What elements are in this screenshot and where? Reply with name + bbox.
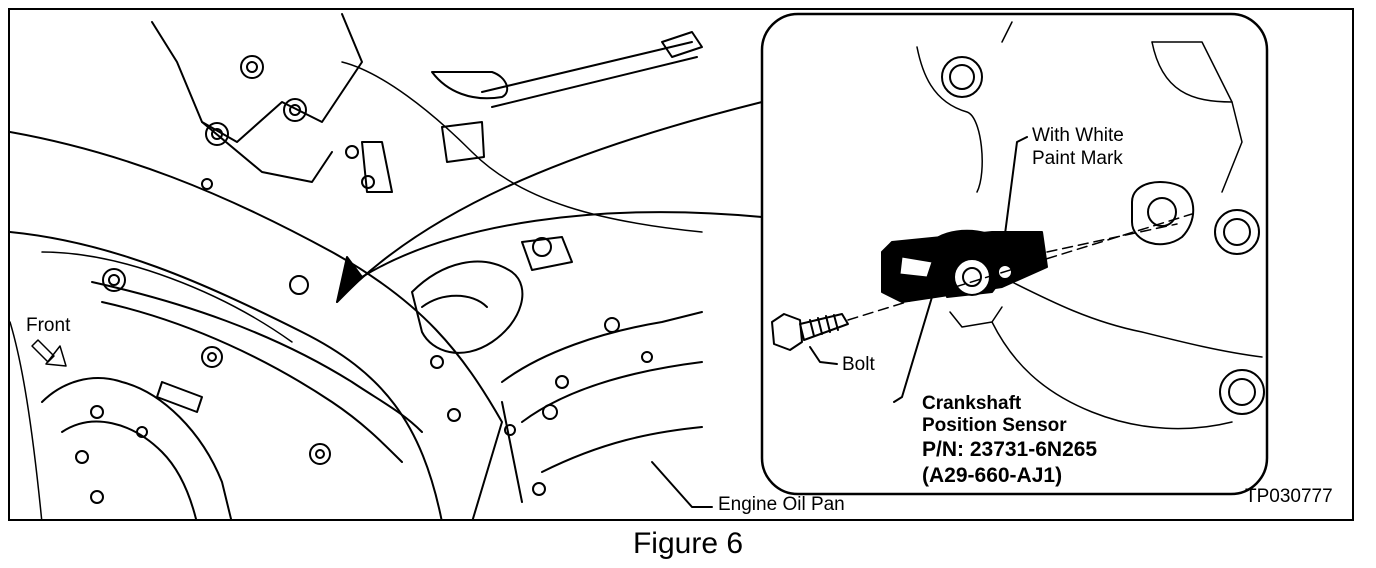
paint-mark-label-line2: Paint Mark <box>1032 148 1123 169</box>
oil-pan-leader <box>651 461 713 508</box>
sensor-label-line1: Crankshaft <box>922 393 1022 414</box>
diagram-frame: Front Engine Oil Pan With White Paint Ma… <box>8 8 1354 521</box>
paint-mark-label-line1: With White <box>1032 125 1124 146</box>
crossmember-lower-edge <box>10 231 443 519</box>
bolt-1 <box>240 55 264 79</box>
bolt-4 <box>102 268 126 292</box>
part-number: P/N: 23731-6N265 <box>922 438 1098 461</box>
sensor-callout <box>760 12 1269 496</box>
crossmember-upper-edge <box>10 131 503 519</box>
drive-shaft <box>481 41 693 93</box>
exhaust-pipe <box>91 281 423 433</box>
paint-mark-leader <box>1001 136 1028 258</box>
bolt-3 <box>205 122 229 146</box>
engine-oil-pan <box>501 311 703 383</box>
front-arrow-icon <box>31 339 67 367</box>
transmission-housing <box>41 377 233 519</box>
bolt-2 <box>283 98 307 122</box>
alt-part-number: (A29-660-AJ1) <box>922 464 1063 487</box>
bolt-leader <box>809 346 838 365</box>
sensor-leader <box>893 296 933 403</box>
figure-caption: Figure 6 <box>632 527 744 560</box>
bolt-6 <box>309 443 331 465</box>
upper-bracket <box>151 13 363 143</box>
front-label: Front <box>26 315 71 336</box>
bolt-icon <box>771 313 849 351</box>
sensor-label-line2: Position Sensor <box>922 415 1067 436</box>
diagram-illustration <box>10 12 1269 519</box>
figure-id: TP030777 <box>1245 486 1333 507</box>
bolt-5 <box>201 346 223 368</box>
underbody-scene <box>10 13 763 519</box>
engine-oil-pan-label: Engine Oil Pan <box>718 494 845 515</box>
bolt-label: Bolt <box>842 354 875 375</box>
